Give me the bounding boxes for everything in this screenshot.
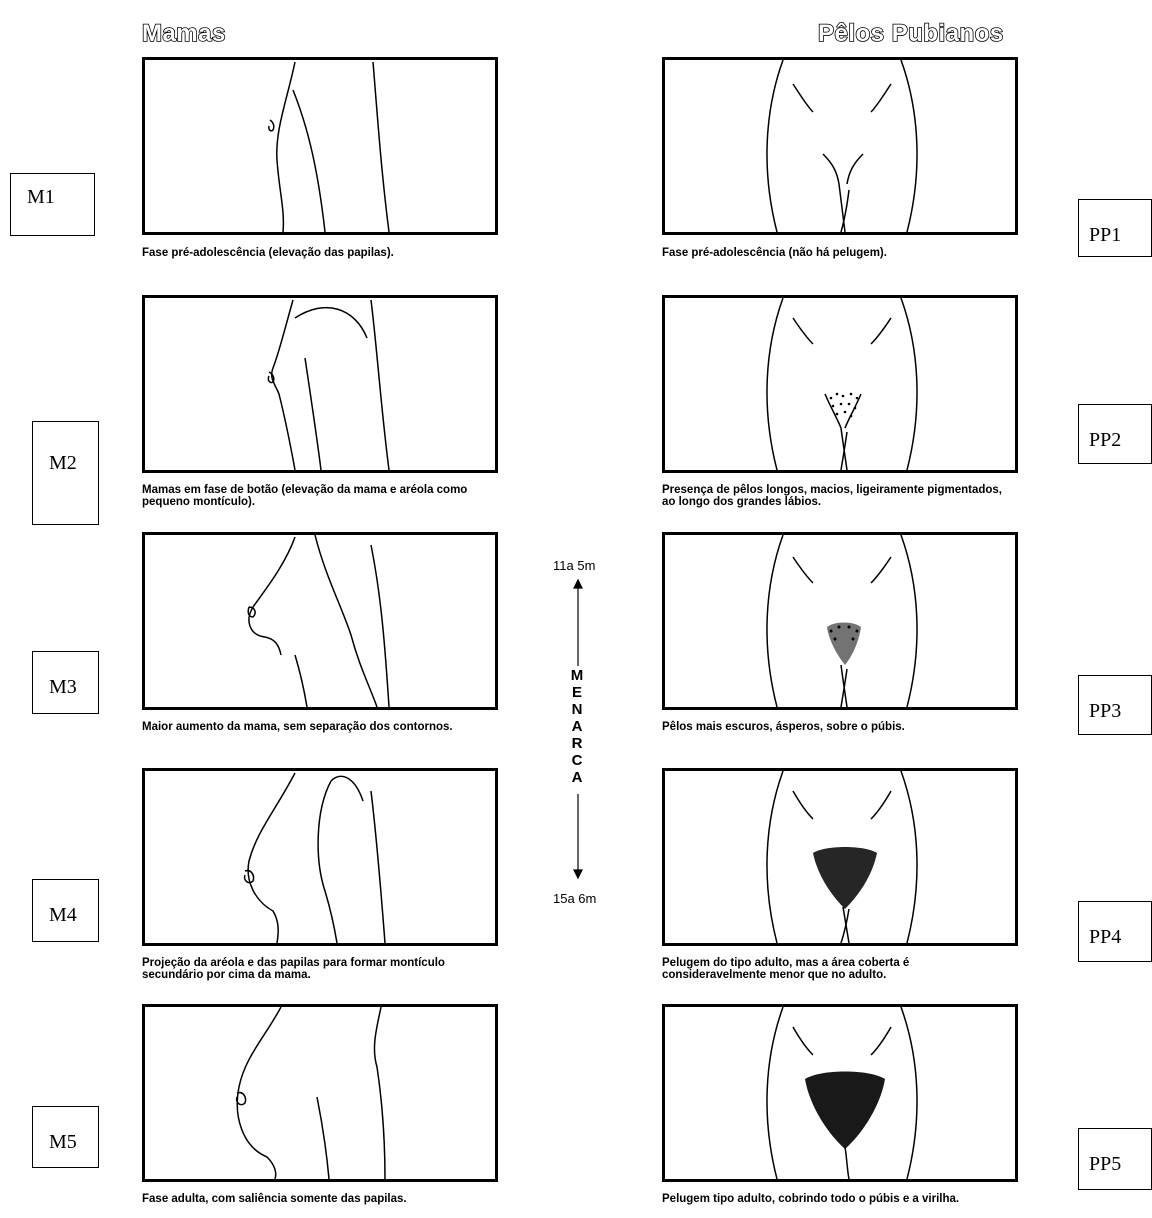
breast-column-heading: Mamas bbox=[142, 20, 226, 48]
stage-label-pp3: PP3 bbox=[1078, 675, 1152, 735]
pubic-hair-stage-3-illustration bbox=[662, 532, 1018, 710]
menarche-start-age: 11a 5m bbox=[553, 558, 595, 573]
menarche-letter: R bbox=[569, 735, 585, 752]
breast-stage-3-caption: Maior aumento da mama, sem separação dos… bbox=[142, 721, 492, 733]
stage-label-m1: M1 bbox=[10, 173, 95, 236]
menarche-letter: A bbox=[569, 769, 585, 786]
menarche-letter: N bbox=[569, 701, 585, 718]
pubic-hair-stage-4-caption: Pelugem do tipo adulto, mas a área cober… bbox=[662, 957, 1012, 981]
pubic-hair-stage-5-caption: Pelugem tipo adulto, cobrindo todo o púb… bbox=[662, 1193, 982, 1205]
stage-label-m5: M5 bbox=[32, 1106, 99, 1168]
pubic-hair-stage-3-caption: Pêlos mais escuros, ásperos, sobre o púb… bbox=[662, 721, 1042, 733]
menarche-letter: E bbox=[569, 684, 585, 701]
stage-label-m3: M3 bbox=[32, 651, 99, 714]
stage-label-pp4: PP4 bbox=[1078, 901, 1152, 962]
breast-stage-2-illustration bbox=[142, 295, 498, 473]
breast-stage-1-illustration bbox=[142, 57, 498, 235]
pubic-hair-stage-2-caption: Presença de pêlos longos, macios, ligeir… bbox=[662, 484, 1012, 508]
pubic-hair-stage-4-illustration bbox=[662, 768, 1018, 946]
stage-label-pp2: PP2 bbox=[1078, 404, 1152, 464]
menarche-letter: C bbox=[569, 752, 585, 769]
pubic-hair-stage-1-caption: Fase pré-adolescência (não há pelugem). bbox=[662, 247, 1042, 259]
menarche-letter: M bbox=[569, 667, 585, 684]
pubic-hair-column-heading: Pêlos Pubianos bbox=[818, 20, 1004, 48]
stage-label-m2: M2 bbox=[32, 421, 99, 525]
breast-stage-5-caption: Fase adulta, com saliência somente das p… bbox=[142, 1193, 522, 1205]
breast-stage-4-illustration bbox=[142, 768, 498, 946]
stage-label-pp1: PP1 bbox=[1078, 199, 1152, 257]
breast-stage-4-caption: Projeção da aréola e das papilas para fo… bbox=[142, 957, 502, 981]
breast-stage-2-caption: Mamas em fase de botão (elevação da mama… bbox=[142, 484, 512, 508]
breast-stage-1-caption: Fase pré-adolescência (elevação das papi… bbox=[142, 247, 522, 259]
stage-label-m4: M4 bbox=[32, 879, 99, 942]
pubic-hair-stage-2-illustration bbox=[662, 295, 1018, 473]
stage-label-pp5: PP5 bbox=[1078, 1128, 1152, 1190]
menarche-letter: A bbox=[569, 718, 585, 735]
breast-stage-3-illustration bbox=[142, 532, 498, 710]
menarche-end-age: 15a 6m bbox=[553, 891, 596, 906]
pubic-hair-stage-1-illustration bbox=[662, 57, 1018, 235]
breast-stage-5-illustration bbox=[142, 1004, 498, 1182]
pubic-hair-stage-5-illustration bbox=[662, 1004, 1018, 1182]
